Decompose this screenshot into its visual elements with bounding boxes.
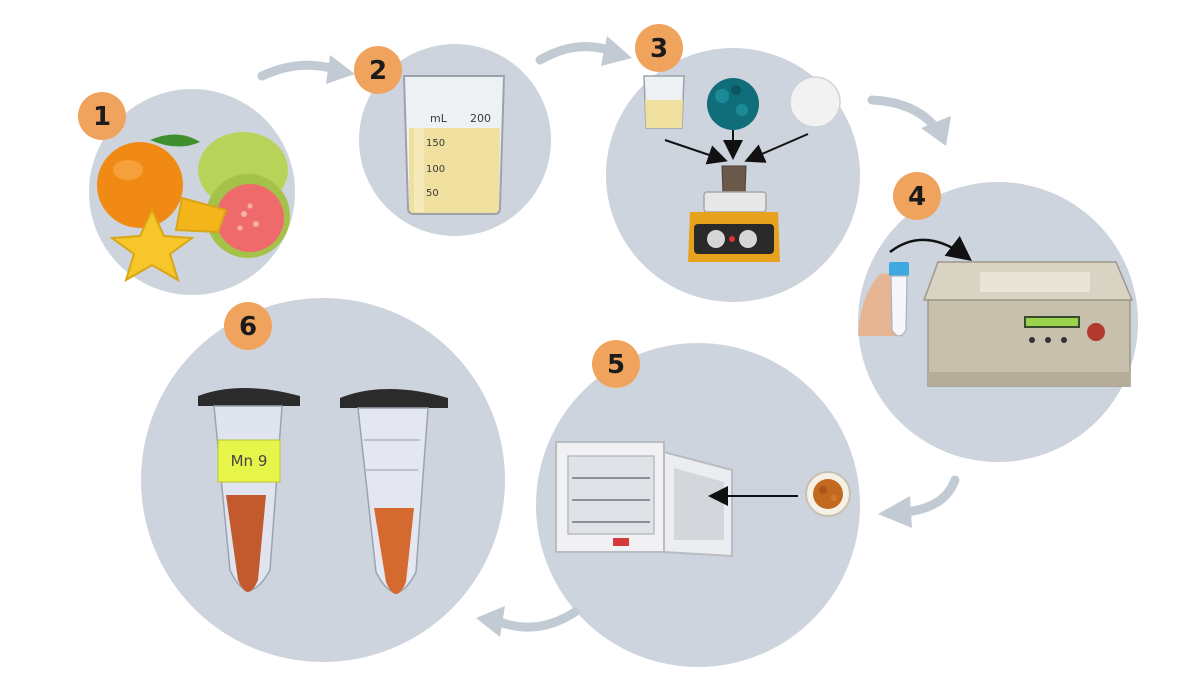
centrifuge-icon	[858, 235, 1134, 387]
step-badge-1: 1	[78, 92, 126, 140]
step-badge-5: 5	[592, 340, 640, 388]
step-badge-2: 2	[354, 46, 402, 94]
sample-tube-right	[340, 389, 448, 594]
step-badge-6: 6	[224, 302, 272, 350]
tube-label-text: Mn 9	[231, 452, 268, 470]
flow-arrow-5-6	[476, 606, 580, 637]
flow-arrow-2-3	[535, 36, 632, 66]
sample-tube-left: Mn 9	[198, 388, 300, 592]
beaker-tick-50: 50	[426, 188, 439, 199]
beaker-juice-icon: mL 200 150 100 50	[402, 75, 506, 215]
drying-oven-icon	[555, 441, 851, 558]
flow-arrow-4-5	[878, 475, 960, 528]
step-number-1: 1	[93, 102, 111, 132]
beaker-unit-label: mL	[430, 112, 448, 125]
step-number-4: 4	[908, 182, 926, 212]
microcentrifuge-tubes-icon: Mn 9	[198, 388, 448, 594]
step-badge-3: 3	[635, 24, 683, 72]
beaker-tick-150: 150	[426, 138, 445, 149]
step-number-5: 5	[607, 350, 625, 380]
step-number-2: 2	[369, 56, 387, 86]
step-number-3: 3	[650, 34, 668, 64]
flow-arrow-1-2	[257, 55, 355, 84]
stirring-hotplate-icon	[643, 75, 841, 262]
flow-arrow-3-4	[867, 95, 951, 146]
step-badge-4: 4	[893, 172, 941, 220]
step-number-6: 6	[239, 312, 257, 342]
step-6-circle	[141, 298, 505, 662]
fruits-icon	[97, 132, 290, 283]
beaker-tick-200: 200	[470, 112, 491, 125]
beaker-tick-100: 100	[426, 164, 445, 175]
